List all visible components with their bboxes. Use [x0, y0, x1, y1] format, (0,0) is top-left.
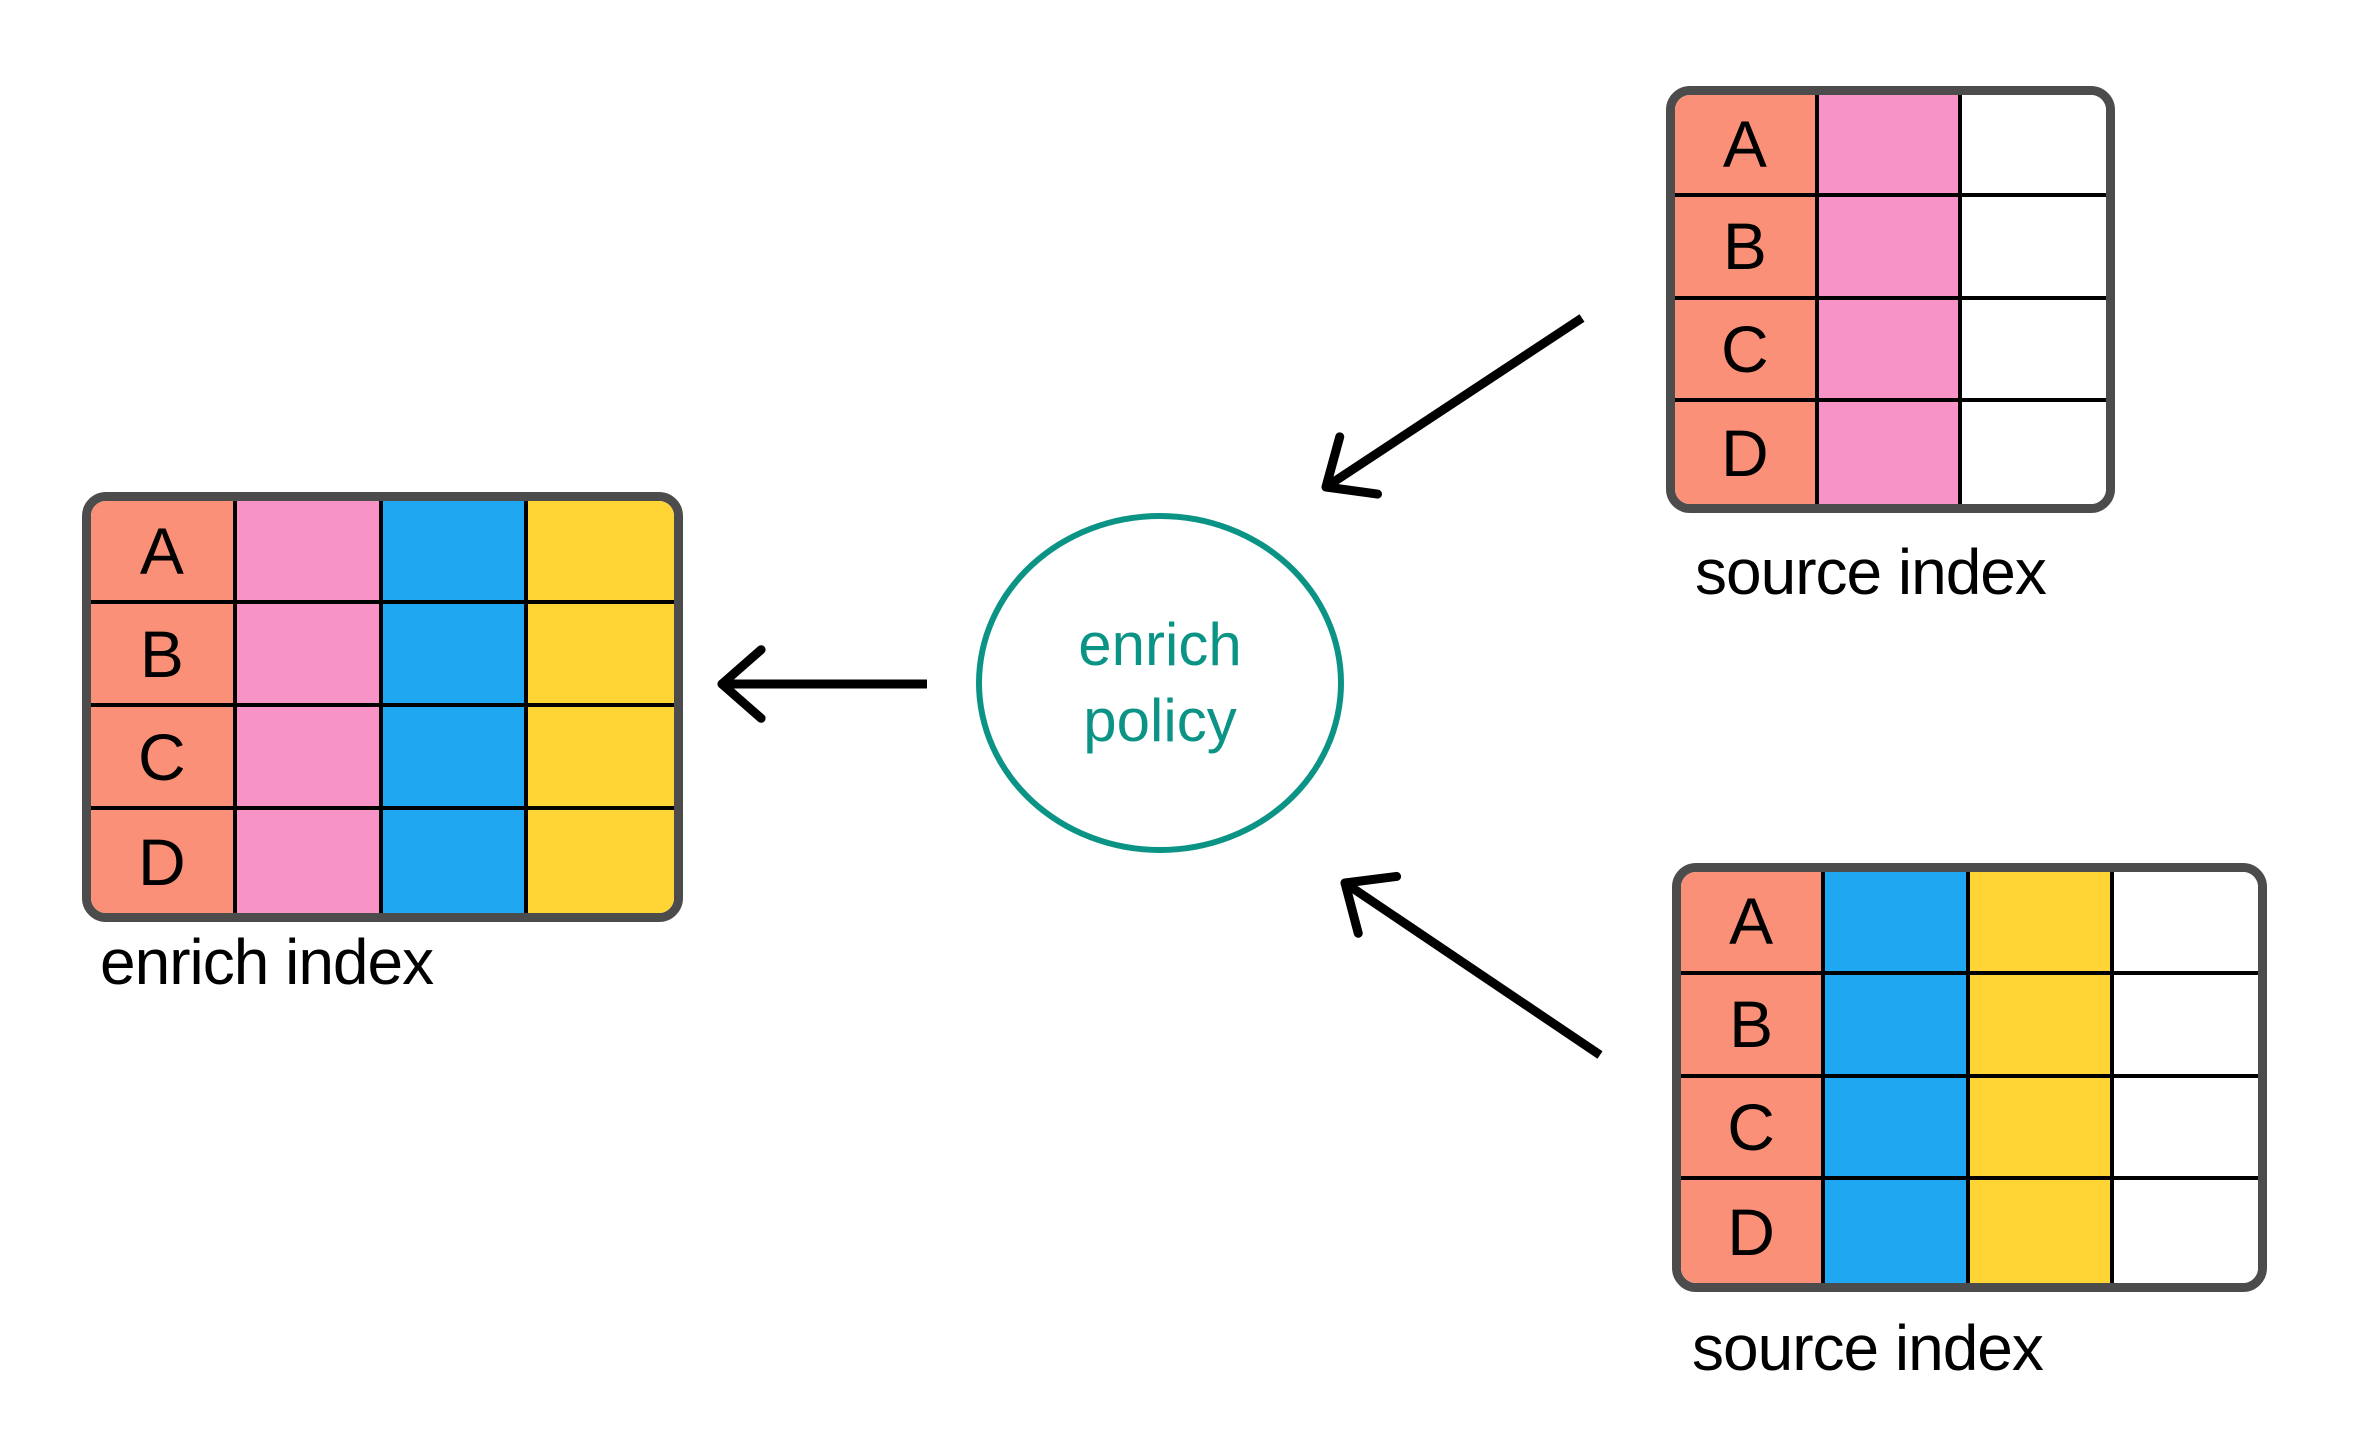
cell-D-yellow [528, 810, 674, 913]
cell-C-white [1962, 299, 2106, 402]
enrich-policy-circle: enrich policy [976, 513, 1344, 853]
cell-B-blue [1825, 974, 1970, 1078]
cell-D-blue [382, 810, 529, 913]
cell-C-salmon: C [1675, 299, 1819, 402]
enrich-policy-label-line1: enrich [1078, 610, 1242, 678]
cell-D-blue [1825, 1180, 1970, 1283]
cell-A-salmon: A [91, 501, 237, 604]
cell-B-pink [236, 604, 383, 707]
cell-B-salmon: B [1681, 974, 1826, 1078]
cell-C-pink [236, 707, 383, 810]
source-bottom-to-policy-arrow [1340, 871, 1603, 1059]
cell-D-salmon: D [1675, 401, 1819, 504]
enrich-index-label: enrich index [100, 926, 434, 998]
cell-C-blue [382, 707, 529, 810]
cell-A-pink [236, 501, 383, 604]
cell-D-yellow [1969, 1180, 2114, 1283]
cell-A-yellow [528, 501, 674, 604]
cell-B-pink [1818, 197, 1963, 300]
cell-A-white [2113, 872, 2258, 975]
cell-A-white [1962, 95, 2106, 198]
cell-C-white [2113, 1077, 2258, 1181]
cell-C-pink [1818, 299, 1963, 402]
cell-D-white [2113, 1180, 2258, 1283]
cell-D-salmon: D [91, 810, 237, 913]
source-index-top-label: source index [1695, 536, 2047, 608]
cell-C-salmon: C [1681, 1077, 1826, 1181]
cell-B-yellow [1969, 974, 2114, 1078]
policy-to-enrich-index-arrow [717, 645, 927, 723]
source-top-to-policy-arrow [1321, 314, 1585, 499]
cell-C-blue [1825, 1077, 1970, 1181]
cell-B-white [2113, 974, 2258, 1078]
cell-B-white [1962, 197, 2106, 300]
cell-A-salmon: A [1681, 872, 1826, 975]
cell-C-salmon: C [91, 707, 237, 810]
enrich-policy-label-line2: policy [1083, 687, 1237, 754]
cell-A-blue [382, 501, 529, 604]
cell-B-salmon: B [1675, 197, 1819, 300]
cell-A-salmon: A [1675, 95, 1819, 198]
cell-B-yellow [528, 604, 674, 707]
cell-B-blue [382, 604, 529, 707]
cell-D-salmon: D [1681, 1180, 1826, 1283]
cell-B-salmon: B [91, 604, 237, 707]
cell-C-yellow [528, 707, 674, 810]
source-index-bottom-label: source index [1692, 1312, 2044, 1384]
cell-D-white [1962, 401, 2106, 504]
cell-D-pink [236, 810, 383, 913]
cell-A-yellow [1969, 872, 2114, 975]
cell-C-yellow [1969, 1077, 2114, 1181]
cell-A-blue [1825, 872, 1970, 975]
cell-D-pink [1818, 401, 1963, 504]
cell-A-pink [1818, 95, 1963, 198]
